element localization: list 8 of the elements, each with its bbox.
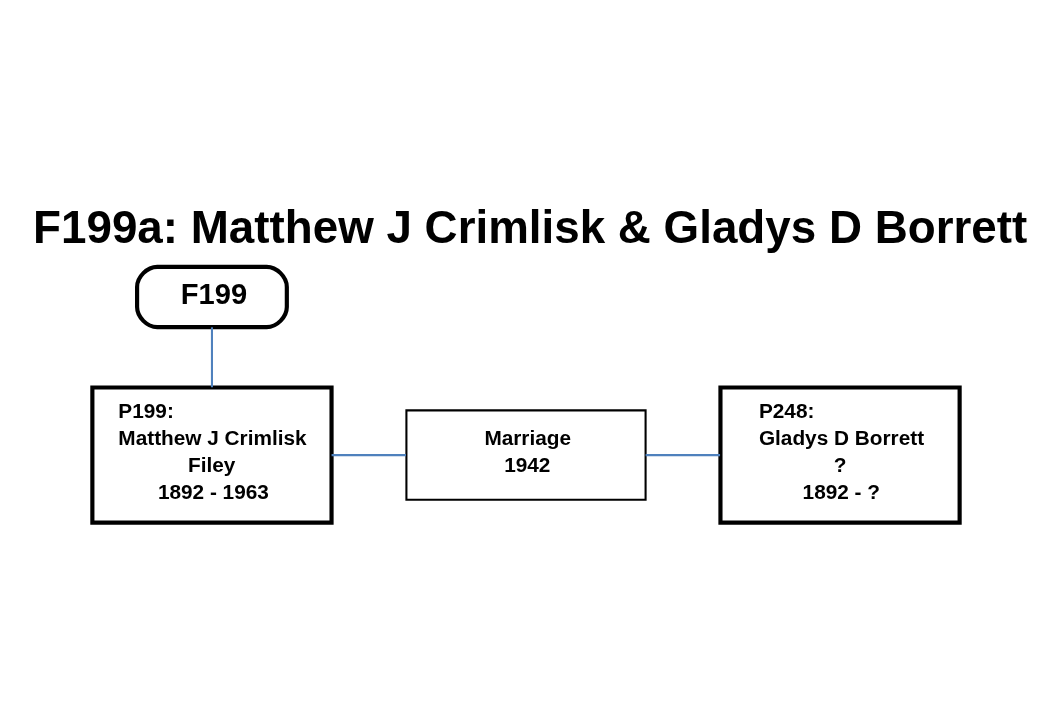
connector xyxy=(331,454,406,457)
diagram-title: F199a: Matthew J Crimlisk & Gladys D Borrett xyxy=(33,202,1028,254)
node-box: F199 xyxy=(135,264,289,330)
connector xyxy=(645,454,721,457)
connector xyxy=(210,327,213,388)
node-box: Marriage 1942 xyxy=(405,409,647,501)
node-box: P248: Gladys D Borrett ? 1892 - ? xyxy=(718,385,962,525)
node-box: P199: Matthew J Crimlisk Filey 1892 - 1963 xyxy=(90,385,334,525)
